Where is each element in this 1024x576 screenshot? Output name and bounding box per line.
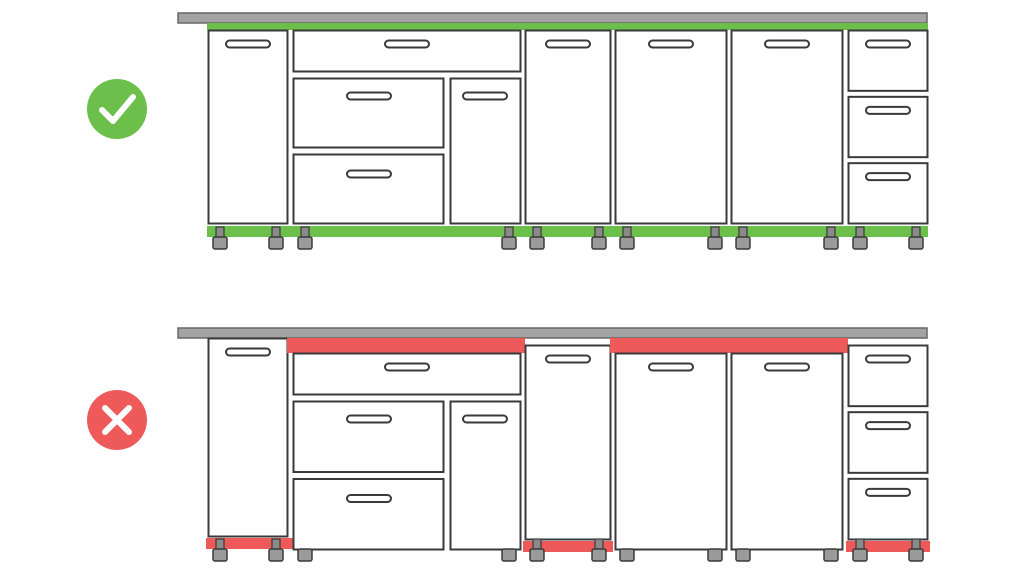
handle-icon [648, 39, 694, 49]
cabinet-door [449, 77, 522, 225]
plinth-strip [523, 541, 613, 552]
handle-icon [865, 421, 911, 431]
handle-icon [462, 91, 508, 101]
leg-foot [268, 236, 284, 250]
leg-foot [297, 548, 313, 562]
leg-foot [852, 548, 868, 562]
leg-foot [591, 548, 607, 562]
leg-foot [735, 548, 751, 562]
handle-icon [764, 362, 810, 372]
leg-foot [707, 236, 723, 250]
handle-icon [225, 347, 271, 357]
leg-foot [529, 236, 545, 250]
handle-icon [764, 39, 810, 49]
drawer [292, 77, 445, 149]
cabinet-door [524, 344, 612, 541]
cabinet [614, 352, 728, 551]
leg-foot [823, 548, 839, 562]
handle-icon [346, 414, 392, 424]
drawer [292, 352, 522, 396]
leg-foot [852, 236, 868, 250]
check-icon [87, 79, 147, 139]
handle-icon [865, 354, 911, 364]
leg-foot [501, 236, 517, 250]
top-gap-strip [610, 338, 848, 353]
handle-icon [865, 39, 911, 49]
cabinet [207, 337, 289, 538]
handle-icon [384, 39, 430, 49]
cabinet [524, 29, 612, 225]
drawer [292, 478, 445, 551]
leg-foot [501, 548, 517, 562]
cabinet [847, 344, 929, 541]
cabinet-door [614, 352, 728, 551]
leg-foot [619, 236, 635, 250]
cabinet [730, 352, 844, 551]
leg-foot [212, 236, 228, 250]
handle-icon [462, 414, 508, 424]
cabinet [292, 29, 522, 225]
leg-foot [212, 548, 228, 562]
leg-foot [619, 548, 635, 562]
cabinet-door [524, 29, 612, 225]
cabinet [292, 352, 522, 551]
leg-foot [591, 236, 607, 250]
plinth-strip [846, 541, 930, 552]
handle-icon [384, 362, 430, 372]
cabinet-door [730, 352, 844, 551]
top-gap-strip [287, 338, 525, 353]
handle-icon [545, 354, 591, 364]
cabinet-door [449, 400, 522, 551]
leg-foot [908, 548, 924, 562]
cabinet-door [730, 29, 844, 225]
cabinet [847, 29, 929, 225]
handle-icon [545, 39, 591, 49]
top-gap-strip [207, 23, 928, 30]
handle-icon [648, 362, 694, 372]
correct-example [177, 12, 929, 250]
leg-foot [297, 236, 313, 250]
leg-foot [908, 236, 924, 250]
cabinet-door [614, 29, 728, 225]
plinth-strip [206, 538, 294, 549]
leg-foot [823, 236, 839, 250]
countertop [177, 327, 928, 339]
handle-icon [865, 105, 911, 115]
handle-icon [346, 91, 392, 101]
drawer [292, 400, 445, 473]
cabinet [614, 29, 728, 225]
leg-foot [707, 548, 723, 562]
handle-icon [346, 169, 392, 179]
drawer [292, 29, 522, 73]
cabinet-door [207, 29, 289, 225]
leg-foot [529, 548, 545, 562]
plinth-strip [207, 226, 928, 237]
drawer [847, 29, 929, 92]
cross-icon [87, 390, 147, 450]
cabinet [524, 344, 612, 541]
handle-icon [346, 494, 392, 503]
cabinet-door [207, 337, 289, 538]
wrong-example [177, 327, 930, 562]
cabinet [207, 29, 289, 225]
leg-foot [268, 548, 284, 562]
countertop [177, 12, 928, 24]
leg-foot [735, 236, 751, 250]
drawer [292, 153, 445, 225]
handle-icon [865, 487, 911, 497]
handle-icon [225, 39, 271, 49]
cabinet [730, 29, 844, 225]
handle-icon [865, 172, 911, 182]
